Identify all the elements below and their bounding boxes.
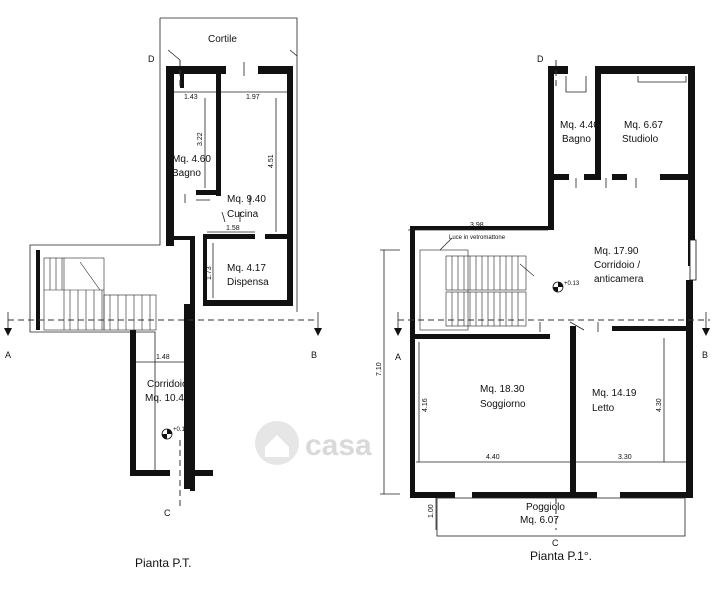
room-label-poggiolo: Poggiolo bbox=[526, 502, 565, 513]
first-floor-plan: 3.98 7.10 4.16 4.40 3.30 4.30 1.00 Luce … bbox=[376, 54, 710, 563]
dimension-label: 4.16 bbox=[422, 398, 429, 412]
room-label-studiolo: Studiolo bbox=[622, 134, 659, 145]
ground-floor-caption: Pianta P.T. bbox=[135, 556, 191, 570]
axis-label-a: A bbox=[395, 352, 401, 362]
axis-label-d: D bbox=[148, 54, 155, 64]
ground-floor-stair bbox=[43, 257, 157, 331]
first-floor-dimensions: 3.98 7.10 4.16 4.40 3.30 4.30 1.00 bbox=[376, 222, 686, 530]
axis-label-c: C bbox=[552, 538, 559, 548]
courtyard-boundary bbox=[29, 18, 161, 476]
room-area-letto: Mq. 14.19 bbox=[592, 388, 637, 399]
dimension-label: 3.22 bbox=[197, 132, 204, 146]
level-marker-ground: +0.13 bbox=[161, 427, 189, 440]
dimension-label: 1.97 bbox=[246, 94, 260, 101]
room-area-dispensa: Mq. 4.17 bbox=[227, 263, 266, 274]
room-label-corridoio: Corridoio / bbox=[594, 260, 640, 271]
level-value: +0.13 bbox=[564, 281, 580, 287]
axis-label-b: B bbox=[702, 350, 708, 360]
courtyard-boundary-right bbox=[160, 17, 298, 312]
dimension-label: 7.10 bbox=[376, 362, 383, 376]
ground-floor-dimensions: 1.43 1.97 3.22 4.51 1.58 1.73 1.48 bbox=[136, 91, 287, 363]
ground-floor-plan: 1.43 1.97 3.22 4.51 1.58 1.73 1.48 Corti… bbox=[4, 17, 322, 570]
room-label-cortile: Cortile bbox=[208, 34, 237, 45]
dimension-label: 1.58 bbox=[226, 225, 240, 232]
room-label-bagno: Bagno bbox=[562, 134, 591, 145]
first-floor-caption: Pianta P.1°. bbox=[530, 549, 592, 563]
axis-label-a: A bbox=[5, 350, 11, 360]
dimension-label: 1.00 bbox=[428, 504, 435, 518]
dimension-label: 3.30 bbox=[618, 454, 632, 461]
level-marker-first: +0.13 bbox=[552, 281, 580, 293]
skylight-label: Luce in vetromattone bbox=[449, 235, 506, 241]
room-area-poggiolo: Mq. 6.07 bbox=[520, 515, 559, 526]
axis-label-d: D bbox=[537, 54, 544, 64]
room-label-corridoio: Corridoio bbox=[147, 379, 188, 390]
axis-label-c: C bbox=[164, 508, 171, 518]
watermark-text: casa bbox=[305, 429, 372, 462]
room-area-corridoio: Mq. 10.47 bbox=[145, 393, 190, 404]
dimension-label: 1.43 bbox=[184, 94, 198, 101]
dimension-label: 3.98 bbox=[470, 222, 484, 229]
first-floor-stair bbox=[419, 237, 535, 331]
room-label-bagno: Bagno bbox=[172, 168, 201, 179]
room-area-soggiorno: Mq. 18.30 bbox=[480, 384, 525, 395]
dimension-label: 4.40 bbox=[486, 454, 500, 461]
section-axes-first: A B C D bbox=[394, 54, 710, 548]
room-label-cucina: Cucina bbox=[227, 209, 259, 220]
watermark: casa bbox=[255, 421, 372, 465]
room-area-bagno: Mq. 4.60 bbox=[172, 154, 211, 165]
room-area-corridoio: Mq. 17.90 bbox=[594, 246, 639, 257]
dimension-label: 1.73 bbox=[206, 266, 213, 280]
dimension-label: 1.48 bbox=[156, 354, 170, 361]
room-area-bagno: Mq. 4.40 bbox=[560, 120, 599, 131]
room-label-letto: Letto bbox=[592, 403, 615, 414]
dimension-label: 4.30 bbox=[656, 398, 663, 412]
room-label-soggiorno: Soggiorno bbox=[480, 399, 526, 410]
dimension-label: 4.51 bbox=[268, 154, 275, 168]
level-value: +0.13 bbox=[173, 427, 189, 433]
room-label-dispensa: Dispensa bbox=[227, 277, 269, 288]
room-label-anticamera: anticamera bbox=[594, 274, 644, 285]
room-area-cucina: Mq. 9.40 bbox=[227, 194, 266, 205]
axis-label-b: B bbox=[311, 350, 317, 360]
room-area-studiolo: Mq. 6.67 bbox=[624, 120, 663, 131]
section-axes-ground: A B C D bbox=[4, 54, 322, 518]
